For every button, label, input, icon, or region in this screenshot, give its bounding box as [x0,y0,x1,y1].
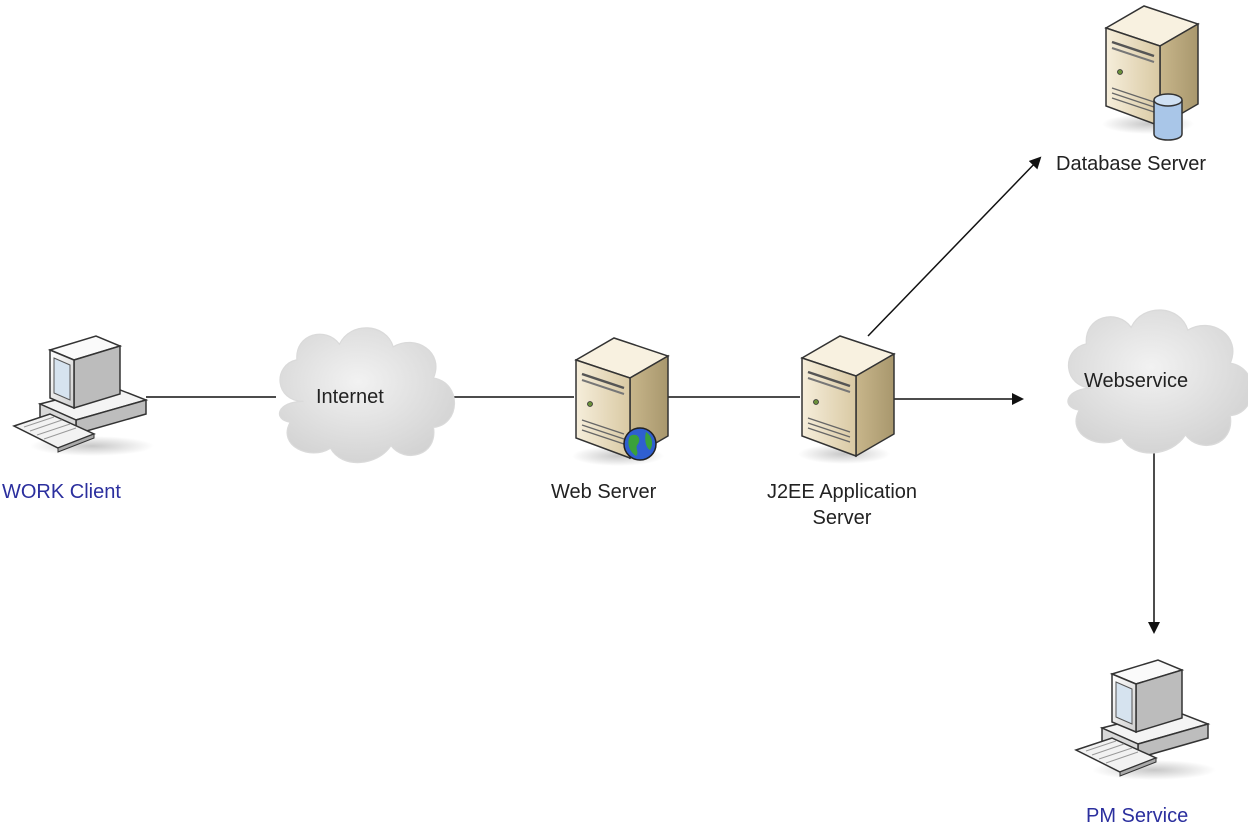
internet-label: Internet [316,386,384,408]
edge-appserver-database [867,156,1042,337]
app-server-label-line2: Server [812,507,872,529]
workstation-icon [1075,659,1217,781]
pm-service-label: PM Service [1086,805,1189,827]
app-server-label: J2EE Application Server [742,479,942,531]
web-server-icon [570,336,670,468]
database-cylinder-icon [1153,93,1183,141]
web-server-label: Web Server [551,481,657,503]
database-server-label: Database Server [1056,153,1207,175]
globe-icon [623,427,657,461]
webservice-label: Webservice [1084,370,1189,392]
work-client-label: WORK Client [2,481,121,503]
database-server-icon [1100,4,1200,141]
workstation-icon [13,335,155,457]
app-server-label-line1: J2EE Application [766,481,918,503]
server-tower-icon [796,334,896,466]
